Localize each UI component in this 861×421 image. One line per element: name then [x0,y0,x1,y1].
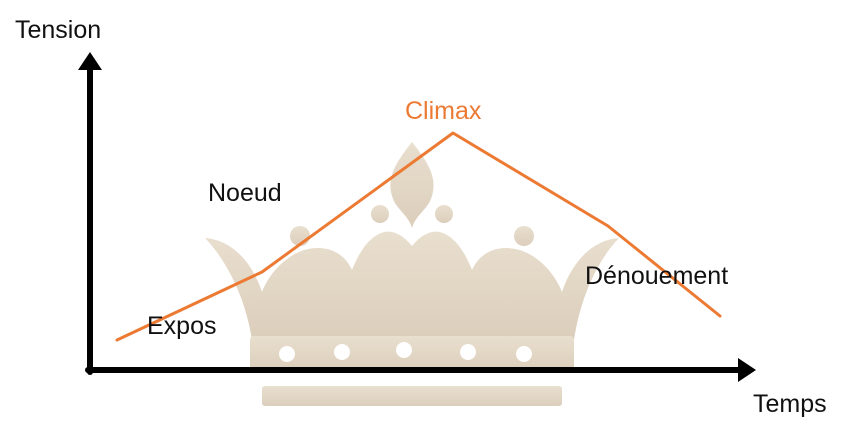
crown-icon [205,142,619,406]
x-axis-label: Temps [753,390,827,418]
x-axis-arrowhead [738,358,756,382]
tension-curve [115,131,722,342]
stage-label-exposition: Expos [147,312,216,340]
y-axis-arrowhead [78,52,102,70]
stage-label-noeud: Noeud [208,179,282,207]
stage-label-denouement: Dénouement [585,262,728,290]
y-axis-label: Tension [15,16,101,44]
stage-label-climax: Climax [405,97,482,125]
